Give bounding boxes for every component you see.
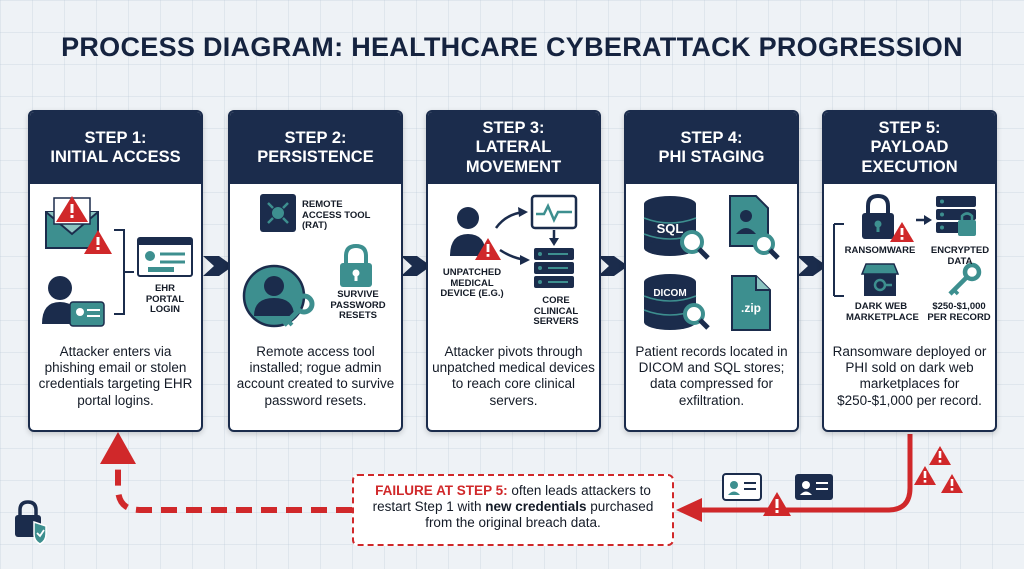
step-3-description: Attacker pivots through unpatched medica… <box>432 344 595 408</box>
failure-text-2: purchased from the original breach data. <box>425 499 654 531</box>
chevron-arrow-1-2 <box>203 256 233 276</box>
key-icon <box>282 293 315 327</box>
step-2-card: STEP 2: PERSISTENCE <box>228 110 403 432</box>
step-1-number: STEP 1: <box>84 128 147 147</box>
step-4-header: STEP 4: PHI STAGING <box>626 112 797 184</box>
step-5-header: STEP 5: PAYLOAD EXECUTION <box>824 112 995 184</box>
chevron-arrow-4-5 <box>797 256 827 276</box>
step-2-title: PERSISTENCE <box>257 148 374 166</box>
failure-lead: FAILURE AT STEP 5: <box>375 483 508 498</box>
step-3-header: STEP 3: LATERAL MOVEMENT <box>428 112 599 184</box>
step-4-body: SQL DICOM .zip Patient records located i… <box>626 184 797 430</box>
warning-icon <box>890 222 914 242</box>
magnifier-icon <box>680 230 710 260</box>
lock-shield-icon <box>15 500 47 545</box>
step-4-illustration <box>643 195 780 331</box>
sql-label: SQL <box>656 221 684 236</box>
step-5-number: STEP 5: <box>878 118 941 137</box>
step-1-card: STEP 1: INITIAL ACCESS <box>28 110 203 432</box>
step-2-header: STEP 2: PERSISTENCE <box>230 112 401 184</box>
survive-resets-label: SURVIVE PASSWORD RESETS <box>330 289 386 322</box>
dicom-database-icon <box>643 274 697 330</box>
warning-icon <box>763 492 791 516</box>
encrypted-server-icon <box>936 196 976 236</box>
step-2-illustration <box>242 194 372 328</box>
dark-web-label: DARK WEB MARKETPLACE <box>846 301 919 323</box>
step-1-illustration <box>42 196 193 327</box>
sql-database-icon <box>643 196 697 256</box>
step-1-body: EHR PORTAL LOGIN Attacker enters via phi… <box>30 184 201 430</box>
page-title: PROCESS DIAGRAM: HEALTHCARE CYBERATTACK … <box>61 32 963 62</box>
step-5-title-line2: EXECUTION <box>861 157 958 176</box>
zip-label: .zip <box>741 301 761 315</box>
step-1-description: Attacker enters via phishing email or st… <box>38 344 193 408</box>
zip-file-icon <box>731 275 771 331</box>
warning-icon <box>475 238 501 260</box>
warning-icon <box>914 466 936 485</box>
failure-callout: FAILURE AT STEP 5: often leads attackers… <box>352 474 674 546</box>
failure-bold: new credentials <box>485 499 587 515</box>
encrypted-data-label: ENCRYPTED DATA <box>930 245 990 267</box>
step-3-body: UNPATCHED MEDICAL DEVICE (e.g.) CORE CLI… <box>428 184 599 430</box>
step-5-description: Ransomware deployed or PHI sold on dark … <box>832 344 987 408</box>
failure-return-arrowhead <box>676 498 702 522</box>
key-icon <box>948 262 982 296</box>
step-5-title: PAYLOAD <box>870 138 949 157</box>
ransomware-lock-icon <box>862 193 894 239</box>
bracket-connector <box>114 229 134 315</box>
step-5-card: STEP 5: PAYLOAD EXECUTION <box>822 110 997 432</box>
dicom-label: DICOM <box>653 288 687 299</box>
step-2-body: REMOTE ACCESS TOOL (RAT) SURVIVE PASSWOR… <box>230 184 401 430</box>
patient-record-icon <box>729 195 769 247</box>
attacker-icon <box>450 207 486 256</box>
step-4-title: PHI STAGING <box>658 148 765 166</box>
warning-icon <box>929 446 951 465</box>
step-4-description: Patient records located in DICOM and SQL… <box>635 344 788 408</box>
padlock-icon <box>340 243 372 287</box>
id-card-icon <box>69 301 105 327</box>
step-4-number: STEP 4: <box>680 128 743 147</box>
restart-loop-arrowhead <box>100 432 136 464</box>
medical-device-label: UNPATCHED MEDICAL DEVICE (e.g.) <box>440 267 504 300</box>
failure-text-1: often leads attackers to restart Step 1 … <box>372 483 651 515</box>
step-5-body: RANSOMWARE ENCRYPTED DATA DARK WEB MARKE… <box>824 184 995 430</box>
step-1-header: STEP 1: INITIAL ACCESS <box>30 112 201 184</box>
id-card-icon <box>795 474 833 500</box>
restart-loop-path <box>115 462 352 513</box>
magnifier-icon <box>683 303 710 330</box>
id-card-icon <box>722 473 762 501</box>
step-2-number: STEP 2: <box>284 128 347 147</box>
chevron-arrow-3-4 <box>598 256 628 276</box>
failure-return-path <box>700 434 913 513</box>
step-4-card: STEP 4: PHI STAGING <box>624 110 799 432</box>
warning-icon <box>84 230 112 254</box>
magnifier-icon <box>753 233 780 260</box>
step-2-description: Remote access tool installed; rogue admi… <box>236 344 395 408</box>
ransomware-label: RANSOMWARE <box>844 245 916 256</box>
user-icon <box>42 276 78 324</box>
bracket-connector <box>833 223 844 297</box>
browser-login-icon <box>137 237 193 277</box>
warning-icon <box>56 196 88 222</box>
warning-icon <box>941 474 963 493</box>
step-3-title-line2: MOVEMENT <box>465 157 562 176</box>
step-3-card: STEP 3: LATERAL MOVEMENT <box>426 110 601 432</box>
remote-access-tool-icon <box>260 194 296 232</box>
step-3-title: LATERAL <box>475 138 552 157</box>
medical-monitor-icon <box>530 194 578 230</box>
core-servers-label: CORE CLINICAL SERVERS <box>533 295 579 328</box>
step-chevrons <box>203 256 827 276</box>
server-stack-icon <box>534 248 574 288</box>
step-3-illustration <box>450 194 578 288</box>
step-5-illustration <box>833 193 982 297</box>
chevron-arrow-2-3 <box>401 256 431 276</box>
ehr-portal-label: EHR PORTAL LOGIN <box>145 283 185 316</box>
marketplace-icon <box>860 263 900 296</box>
price-label: $250-$1,000 PER RECORD <box>927 301 991 323</box>
rat-label: REMOTE ACCESS TOOL (RAT) <box>302 199 371 232</box>
step-3-number: STEP 3: <box>482 118 545 137</box>
step-1-title: INITIAL ACCESS <box>50 148 181 166</box>
